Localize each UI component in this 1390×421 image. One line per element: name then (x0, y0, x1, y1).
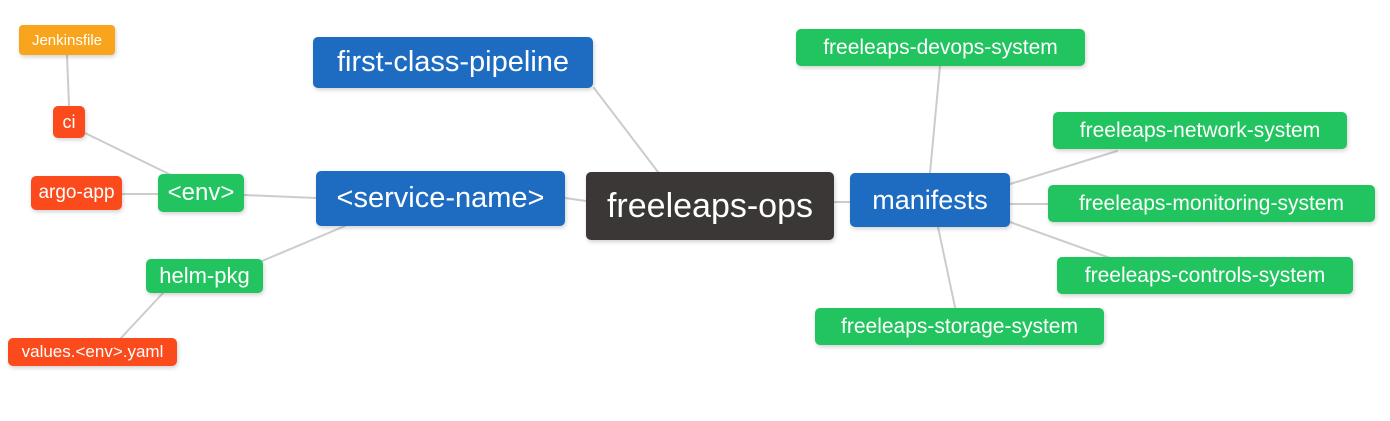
node-network-system[interactable]: freeleaps-network-system (1053, 112, 1347, 149)
node-helm-pkg[interactable]: helm-pkg (146, 259, 263, 293)
edge-ci-env (84, 132, 176, 178)
node-first-class-pipeline[interactable]: first-class-pipeline (313, 37, 593, 88)
edge-manifests-devops (929, 65, 941, 174)
node-ci[interactable]: ci (53, 106, 85, 138)
edge-manifests-network (1009, 150, 1118, 185)
edge-values-helmpkg (120, 292, 164, 339)
node-jenkinsfile[interactable]: Jenkinsfile (19, 25, 115, 55)
node-storage-system[interactable]: freeleaps-storage-system (815, 308, 1104, 345)
node-devops-system[interactable]: freeleaps-devops-system (796, 29, 1085, 66)
edge-env-servicename (243, 194, 317, 199)
node-controls-system[interactable]: freeleaps-controls-system (1057, 257, 1353, 294)
node-env[interactable]: <env> (158, 174, 244, 212)
edge-pipeline-freeleapsops (593, 87, 659, 173)
node-values-env-yaml[interactable]: values.<env>.yaml (8, 338, 177, 366)
edge-manifests-storage (937, 226, 956, 308)
node-argo-app[interactable]: argo-app (31, 176, 122, 210)
edge-helmpkg-servicename (261, 225, 346, 262)
node-monitoring-system[interactable]: freeleaps-monitoring-system (1048, 185, 1375, 222)
edge-manifests-controls (1009, 221, 1111, 259)
edge-servicename-freeleapsops (564, 197, 587, 202)
edge-jenkinsfile-ci (66, 54, 70, 107)
node-manifests[interactable]: manifests (850, 173, 1010, 227)
node-freeleaps-ops[interactable]: freeleaps-ops (586, 172, 834, 240)
node-service-name[interactable]: <service-name> (316, 171, 565, 226)
